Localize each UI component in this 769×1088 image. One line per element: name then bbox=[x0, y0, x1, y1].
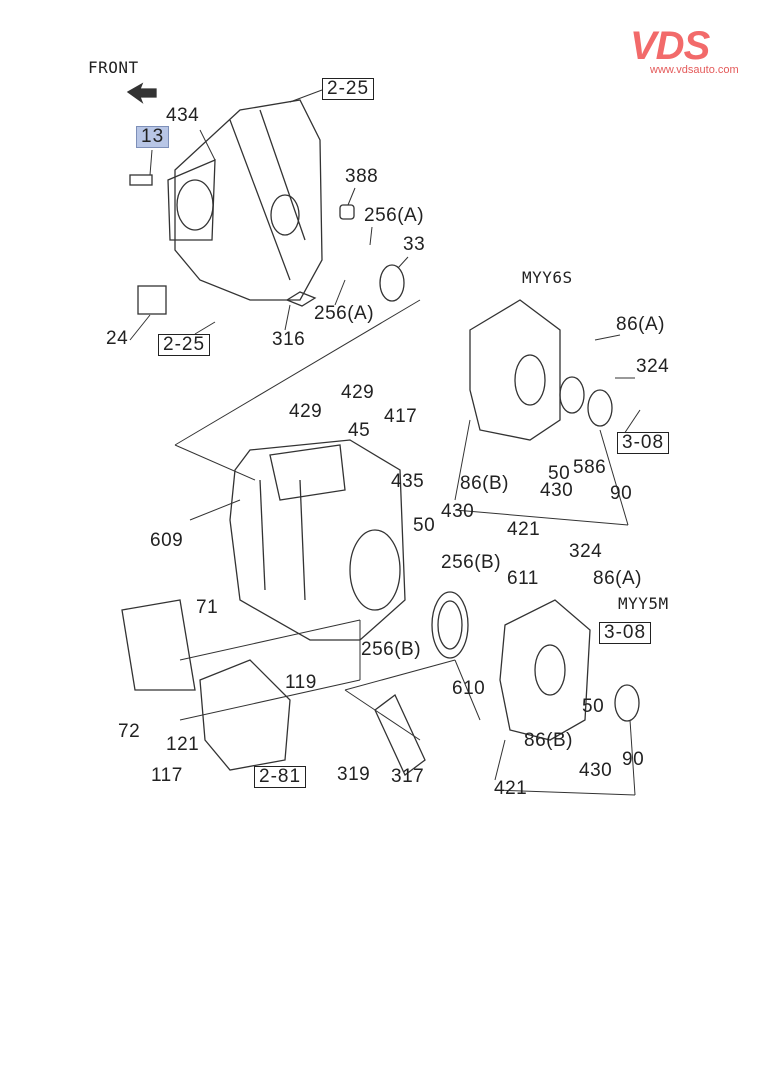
part-label[interactable]: 430 bbox=[579, 760, 613, 781]
ref-box-2-25[interactable]: 2-25 bbox=[158, 334, 211, 356]
part-label[interactable]: 317 bbox=[391, 766, 425, 787]
logo-url: www.vdsauto.com bbox=[650, 64, 739, 76]
part-label[interactable]: 256(A) bbox=[364, 205, 425, 226]
part-label[interactable]: 610 bbox=[452, 678, 486, 699]
variant-label-myy6s: MYY6S bbox=[522, 268, 573, 287]
part-label[interactable]: 429 bbox=[289, 401, 323, 422]
part-label[interactable]: 388 bbox=[345, 166, 379, 187]
part-label[interactable]: 256(B) bbox=[361, 639, 422, 660]
part-label[interactable]: 33 bbox=[403, 234, 426, 255]
part-label[interactable]: 256(B) bbox=[441, 552, 502, 573]
part-label[interactable]: 45 bbox=[348, 420, 371, 441]
part-label[interactable]: 117 bbox=[151, 765, 183, 786]
part-label[interactable]: 429 bbox=[341, 382, 375, 403]
part-label[interactable]: 86(B) bbox=[460, 473, 509, 494]
part-24 bbox=[137, 285, 167, 315]
part-label[interactable]: 24 bbox=[106, 328, 129, 349]
part-label[interactable]: 609 bbox=[150, 530, 184, 551]
leader-lines bbox=[129, 89, 641, 796]
part-label[interactable]: 71 bbox=[196, 597, 219, 618]
part-label[interactable]: 430 bbox=[441, 501, 475, 522]
cover-71 bbox=[121, 599, 196, 691]
part-label[interactable]: 86(A) bbox=[616, 314, 665, 335]
part-label[interactable]: 324 bbox=[636, 356, 670, 377]
bolt-13 bbox=[129, 174, 153, 186]
gasket-610 bbox=[431, 591, 469, 659]
part-label[interactable]: 90 bbox=[610, 483, 633, 504]
front-arrow-icon bbox=[126, 82, 157, 104]
part-label[interactable]: 319 bbox=[337, 764, 371, 785]
part-label[interactable]: 434 bbox=[166, 105, 200, 126]
extension-case-myy6s bbox=[469, 299, 613, 441]
part-label[interactable]: 119 bbox=[285, 672, 317, 693]
part-label[interactable]: 256(A) bbox=[314, 303, 375, 324]
part-label[interactable]: 417 bbox=[384, 406, 418, 427]
part-label[interactable]: 50 bbox=[413, 515, 436, 536]
logo-brand: VDS bbox=[630, 24, 710, 68]
part-label[interactable]: 421 bbox=[494, 778, 528, 799]
vds-logo: VDS www.vdsauto.com bbox=[630, 24, 755, 76]
part-label[interactable]: 121 bbox=[166, 734, 200, 755]
part-label[interactable]: 430 bbox=[540, 480, 574, 501]
part-label[interactable]: 50 bbox=[582, 696, 605, 717]
part-label[interactable]: 316 bbox=[272, 329, 306, 350]
part-label[interactable]: 586 bbox=[573, 457, 607, 478]
part-label[interactable]: 324 bbox=[569, 541, 603, 562]
plate-316 bbox=[285, 291, 317, 307]
part-label[interactable]: 50 bbox=[548, 463, 571, 484]
ref-box-2-25[interactable]: 2-25 bbox=[322, 78, 375, 100]
extension-case-myy5m bbox=[499, 599, 640, 741]
part-label[interactable]: 421 bbox=[507, 519, 541, 540]
part-label[interactable]: 86(A) bbox=[593, 568, 642, 589]
part-label[interactable]: 611 bbox=[507, 568, 539, 589]
transmission-case-435 bbox=[229, 439, 406, 641]
bushing-388 bbox=[339, 204, 355, 220]
strainer-317 bbox=[374, 693, 426, 777]
part-label[interactable]: 72 bbox=[118, 721, 141, 742]
ref-box-2-81[interactable]: 2-81 bbox=[254, 766, 307, 788]
part-label[interactable]: 435 bbox=[391, 471, 425, 492]
seal-33 bbox=[379, 264, 405, 302]
clutch-housing-434 bbox=[167, 99, 323, 301]
pump-assembly bbox=[199, 659, 291, 771]
part-label[interactable]: 90 bbox=[622, 749, 645, 770]
highlighted-part-13[interactable]: 13 bbox=[136, 126, 170, 148]
ref-box-3-08[interactable]: 3-08 bbox=[599, 622, 652, 644]
ref-box-3-08[interactable]: 3-08 bbox=[617, 432, 670, 454]
variant-label-myy5m: MYY5M bbox=[618, 594, 669, 613]
front-direction-label: FRONT bbox=[88, 58, 139, 77]
part-label[interactable]: 86(B) bbox=[524, 730, 573, 751]
